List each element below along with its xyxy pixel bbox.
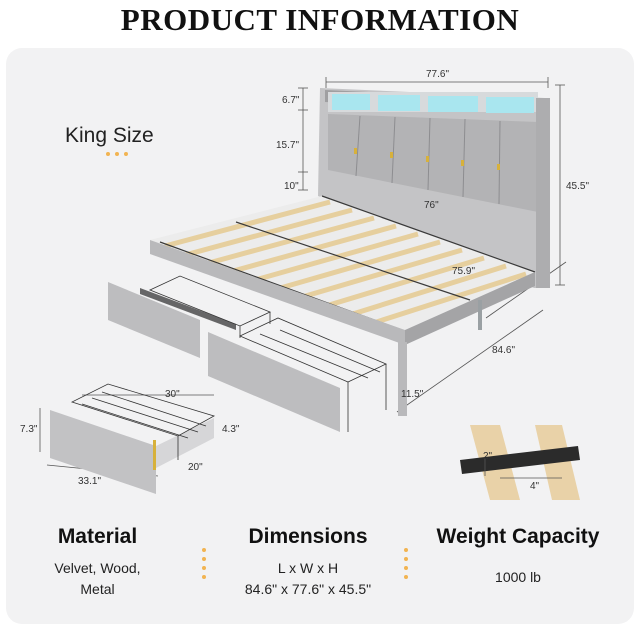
feature-heading: Dimensions (248, 525, 368, 548)
feature-material: Material Velvet, Wood, Metal (40, 525, 155, 600)
dim-slat-width: 4" (530, 481, 540, 492)
dim-drawer-height: 7.3" (20, 424, 38, 435)
dim-headboard-panel: 15.7" (276, 140, 300, 151)
feature-line: 1000 lb (495, 569, 541, 585)
dim-drawer-depth: 20" (188, 462, 203, 473)
feature-weight-capacity: Weight Capacity 1000 lb (428, 525, 608, 588)
dim-headboard-width: 77.6" (426, 69, 450, 80)
accent-dots (106, 152, 128, 156)
feature-heading: Material (57, 525, 138, 548)
separator-dots (202, 548, 206, 579)
dim-slat-thickness: 2" (483, 451, 493, 462)
dim-inner-length: 75.9" (452, 266, 476, 277)
dim-inner-width: 76" (424, 200, 439, 211)
dim-leg-gap: 10" (284, 181, 299, 192)
dim-shelf-height: 6.7" (282, 95, 300, 106)
separator-dots (404, 548, 408, 579)
bed-illustration (39, 77, 580, 500)
feature-line: Velvet, Wood, (54, 560, 141, 576)
feature-heading: Weight Capacity (436, 525, 600, 548)
dim-drawer-width: 30" (165, 389, 180, 400)
feature-line: 84.6" x 77.6" x 45.5" (244, 581, 372, 597)
dim-clearance: 11.5" (401, 389, 424, 400)
feature-line: Metal (80, 581, 115, 597)
size-label: King Size (65, 124, 154, 147)
feature-line: L x W x H (277, 560, 339, 576)
feature-dimensions: Dimensions L x W x H 84.6" x 77.6" x 45.… (228, 525, 388, 600)
page-title: PRODUCT INFORMATION (120, 2, 520, 37)
dim-total-height: 45.5" (566, 181, 590, 192)
dim-total-length: 84.6" (492, 345, 516, 356)
dim-drawer-inner-height: 4.3" (222, 424, 240, 435)
dim-drawer-front: 33.1" (78, 476, 102, 487)
